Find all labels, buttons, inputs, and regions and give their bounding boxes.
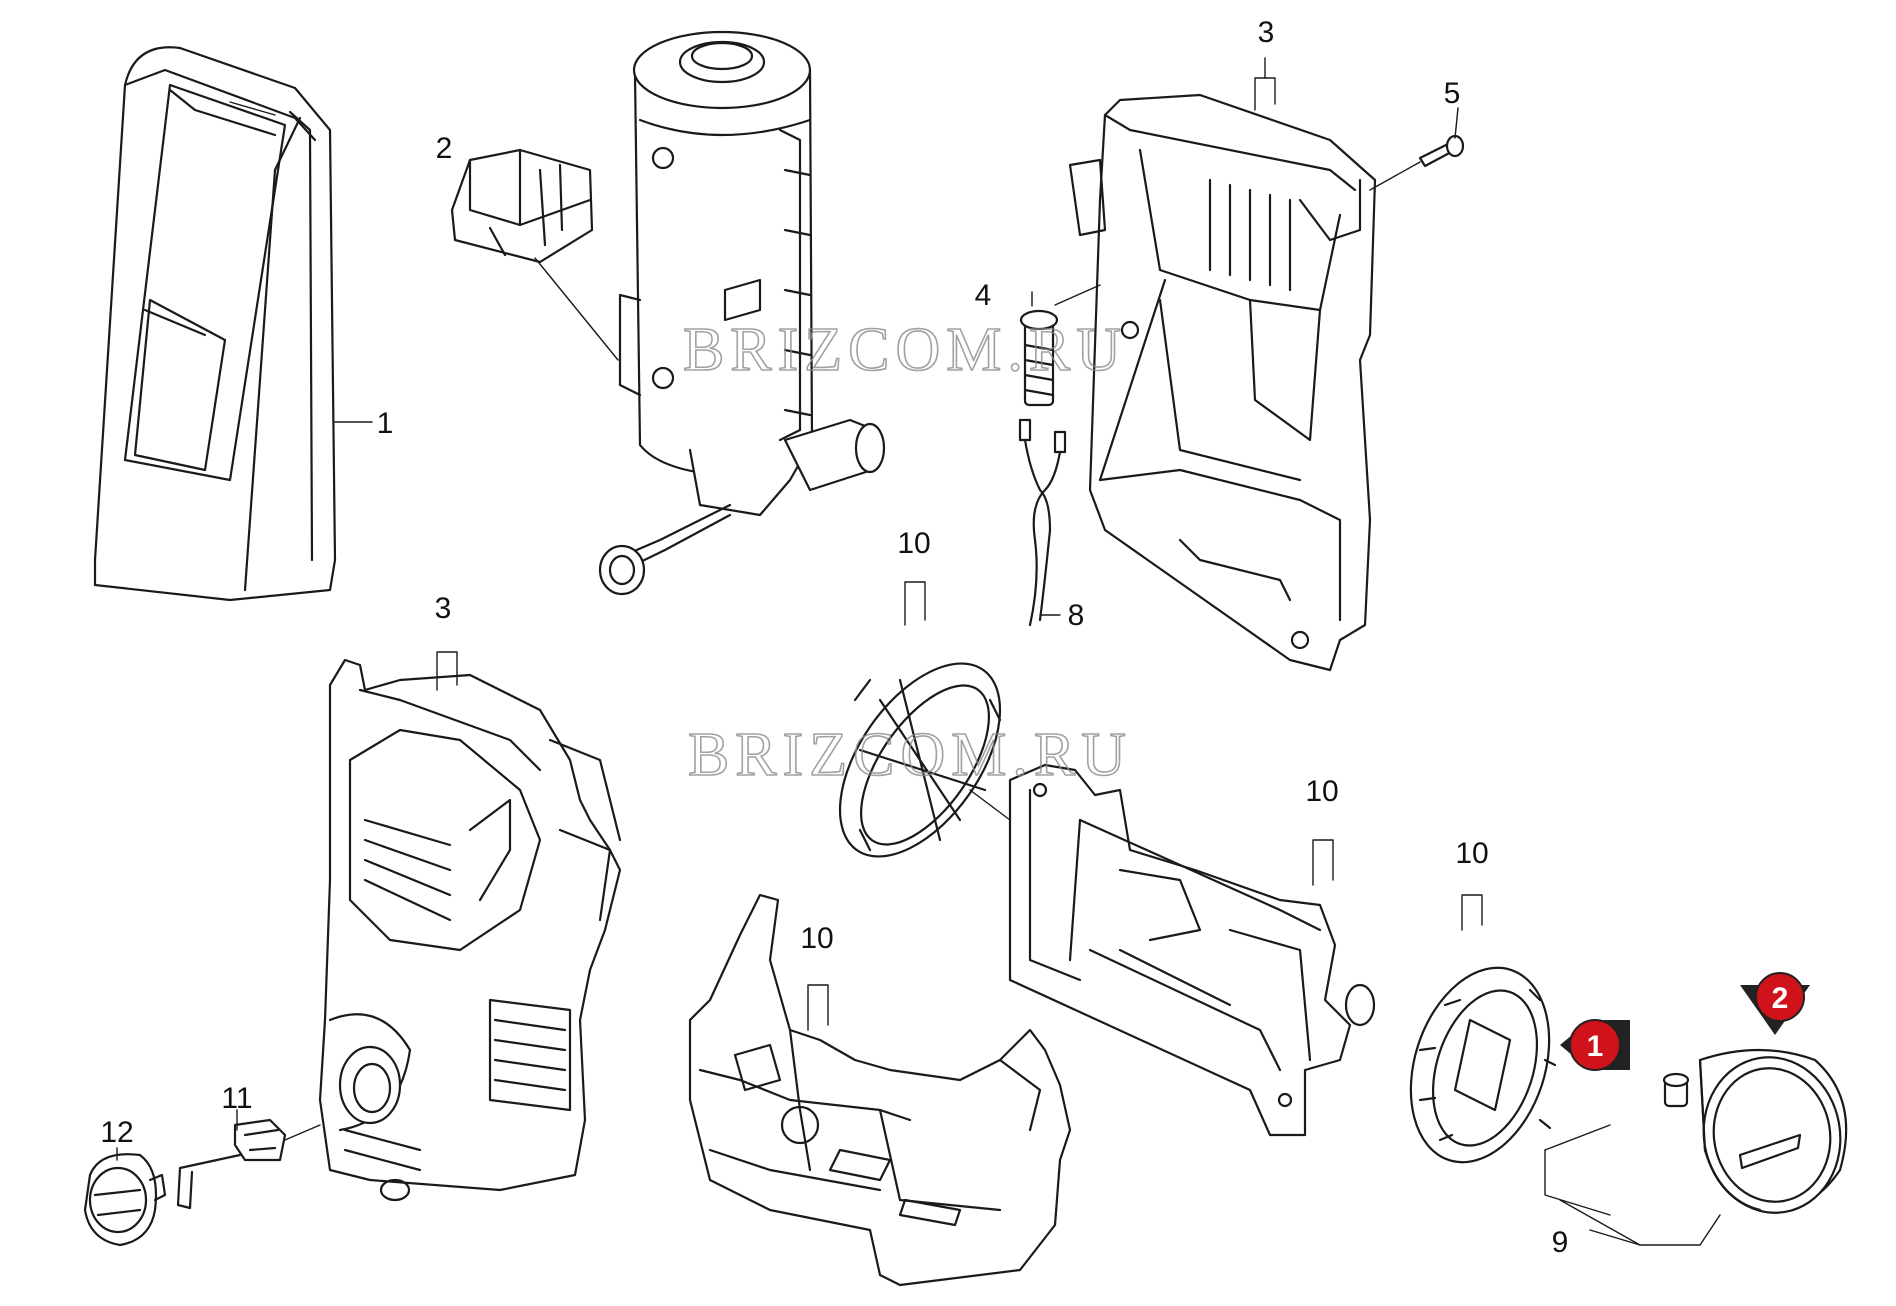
pump-motor-assembly bbox=[598, 30, 886, 596]
part-10-base-frame bbox=[688, 893, 1072, 1287]
part-11-latch bbox=[176, 1118, 321, 1210]
part-3-front-housing bbox=[318, 658, 622, 1202]
part-5-screw bbox=[1369, 107, 1465, 191]
part-12-knob bbox=[83, 1153, 167, 1247]
callout-3-upper: 3 bbox=[1258, 16, 1275, 49]
callout-4: 4 bbox=[975, 279, 992, 312]
leader-10c bbox=[1461, 894, 1483, 931]
callout-10-chassis: 10 bbox=[1305, 775, 1338, 808]
leader-3b bbox=[436, 651, 458, 691]
callout-12: 12 bbox=[100, 1116, 133, 1149]
part-8-cable bbox=[1018, 418, 1067, 627]
callout-5: 5 bbox=[1444, 77, 1461, 110]
callout-10-cap: 10 bbox=[1455, 837, 1488, 870]
part-3-rear-housing bbox=[1068, 93, 1377, 672]
leader-10b bbox=[1312, 839, 1334, 886]
marker-1-arrow: 1 bbox=[1560, 1019, 1630, 1071]
watermark-middle: BRIZCOM.RU bbox=[688, 721, 1132, 789]
part-1-front-cover bbox=[93, 46, 337, 602]
callout-10-wheel: 10 bbox=[897, 527, 930, 560]
callout-11: 11 bbox=[221, 1082, 252, 1115]
watermark-top: BRIZCOM.RU bbox=[683, 316, 1127, 384]
marker-1-label: 1 bbox=[1587, 1030, 1604, 1063]
part-9-hub-cap bbox=[1544, 1048, 1848, 1246]
part-10-wheel-cap bbox=[1409, 966, 1557, 1164]
part-2-bracket bbox=[450, 148, 594, 264]
leader-10d bbox=[807, 984, 829, 1031]
callout-1: 1 bbox=[377, 407, 394, 440]
callout-8: 8 bbox=[1068, 599, 1085, 632]
leader-2 bbox=[534, 257, 619, 361]
callout-2: 2 bbox=[436, 132, 453, 165]
leader-10a bbox=[904, 581, 926, 626]
callout-10-base: 10 bbox=[800, 922, 833, 955]
part-10-wheel bbox=[838, 662, 1011, 858]
leader-3a bbox=[1254, 57, 1276, 111]
marker-2-label: 2 bbox=[1772, 982, 1789, 1015]
marker-2-arrow: 2 bbox=[1740, 972, 1810, 1035]
callout-3-lower: 3 bbox=[435, 592, 452, 625]
part-4-fitting bbox=[1019, 284, 1101, 407]
callout-9: 9 bbox=[1552, 1226, 1569, 1259]
part-10-chassis bbox=[1008, 763, 1376, 1137]
